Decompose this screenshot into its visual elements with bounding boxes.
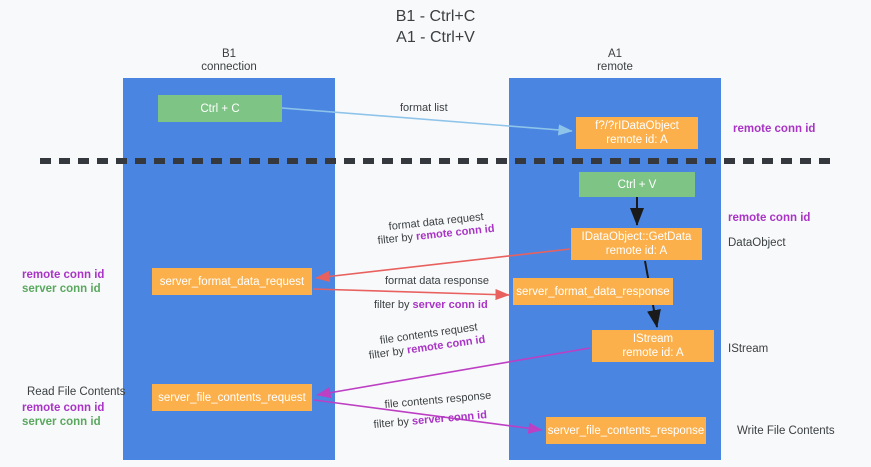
annotation-remote-conn-id-top: remote conn id xyxy=(733,123,816,135)
section-divider xyxy=(40,158,830,164)
annotation-server-conn-id-left-bottom: server conn id xyxy=(22,416,101,428)
lane-header-b1: B1 connection xyxy=(201,48,257,73)
node-server-file-contents-request[interactable]: server_file_contents_request xyxy=(152,384,312,411)
arrow-label-format-data-response-filter: filter by server conn id xyxy=(374,298,488,313)
node-idataobject[interactable]: f?/?rIDataObject remote id: A xyxy=(576,117,698,149)
annotation-remote-conn-id-mid: remote conn id xyxy=(728,212,811,224)
node-ctrl-c[interactable]: Ctrl + C xyxy=(158,95,282,122)
node-istream[interactable]: IStream remote id: A xyxy=(592,330,714,362)
node-server-file-contents-response[interactable]: server_file_contents_response xyxy=(546,417,706,444)
filter-key-server-conn-id: server conn id xyxy=(411,409,488,428)
page-title: B1 - Ctrl+C A1 - Ctrl+V xyxy=(395,8,476,46)
filter-prefix: filter by xyxy=(373,415,413,431)
node-server-format-data-response[interactable]: server_format_data_response xyxy=(513,278,673,305)
node-ctrl-v[interactable]: Ctrl + V xyxy=(579,172,695,197)
annotation-remote-conn-id-left-bottom: remote conn id xyxy=(22,402,105,414)
filter-prefix: filter by xyxy=(374,299,413,311)
filter-key-server-conn-id: server conn id xyxy=(412,299,488,311)
annotation-remote-conn-id-left-top: remote conn id xyxy=(22,269,105,281)
arrow-label-format-data-response: format data response xyxy=(385,275,489,287)
node-idataobject-getdata[interactable]: IDataObject::GetData remote id: A xyxy=(571,228,702,260)
lane-header-a1: A1 remote xyxy=(597,48,633,73)
annotation-istream: IStream xyxy=(728,343,769,355)
annotation-read-file-contents: Read File Contents xyxy=(27,386,126,398)
annotation-left-conn-ids-top: remote conn id server conn id xyxy=(22,268,104,296)
filter-prefix: filter by xyxy=(377,230,417,247)
annotation-dataobject: DataObject xyxy=(728,237,786,249)
annotation-write-file-contents: Write File Contents xyxy=(737,425,835,437)
filter-prefix: filter by xyxy=(368,344,408,362)
annotation-left-conn-ids-bottom: remote conn id server conn id xyxy=(22,401,104,429)
node-server-format-data-request[interactable]: server_format_data_request xyxy=(152,268,312,295)
annotation-server-conn-id-left-top: server conn id xyxy=(22,283,101,295)
arrow-label-format-list: format list xyxy=(400,102,448,114)
